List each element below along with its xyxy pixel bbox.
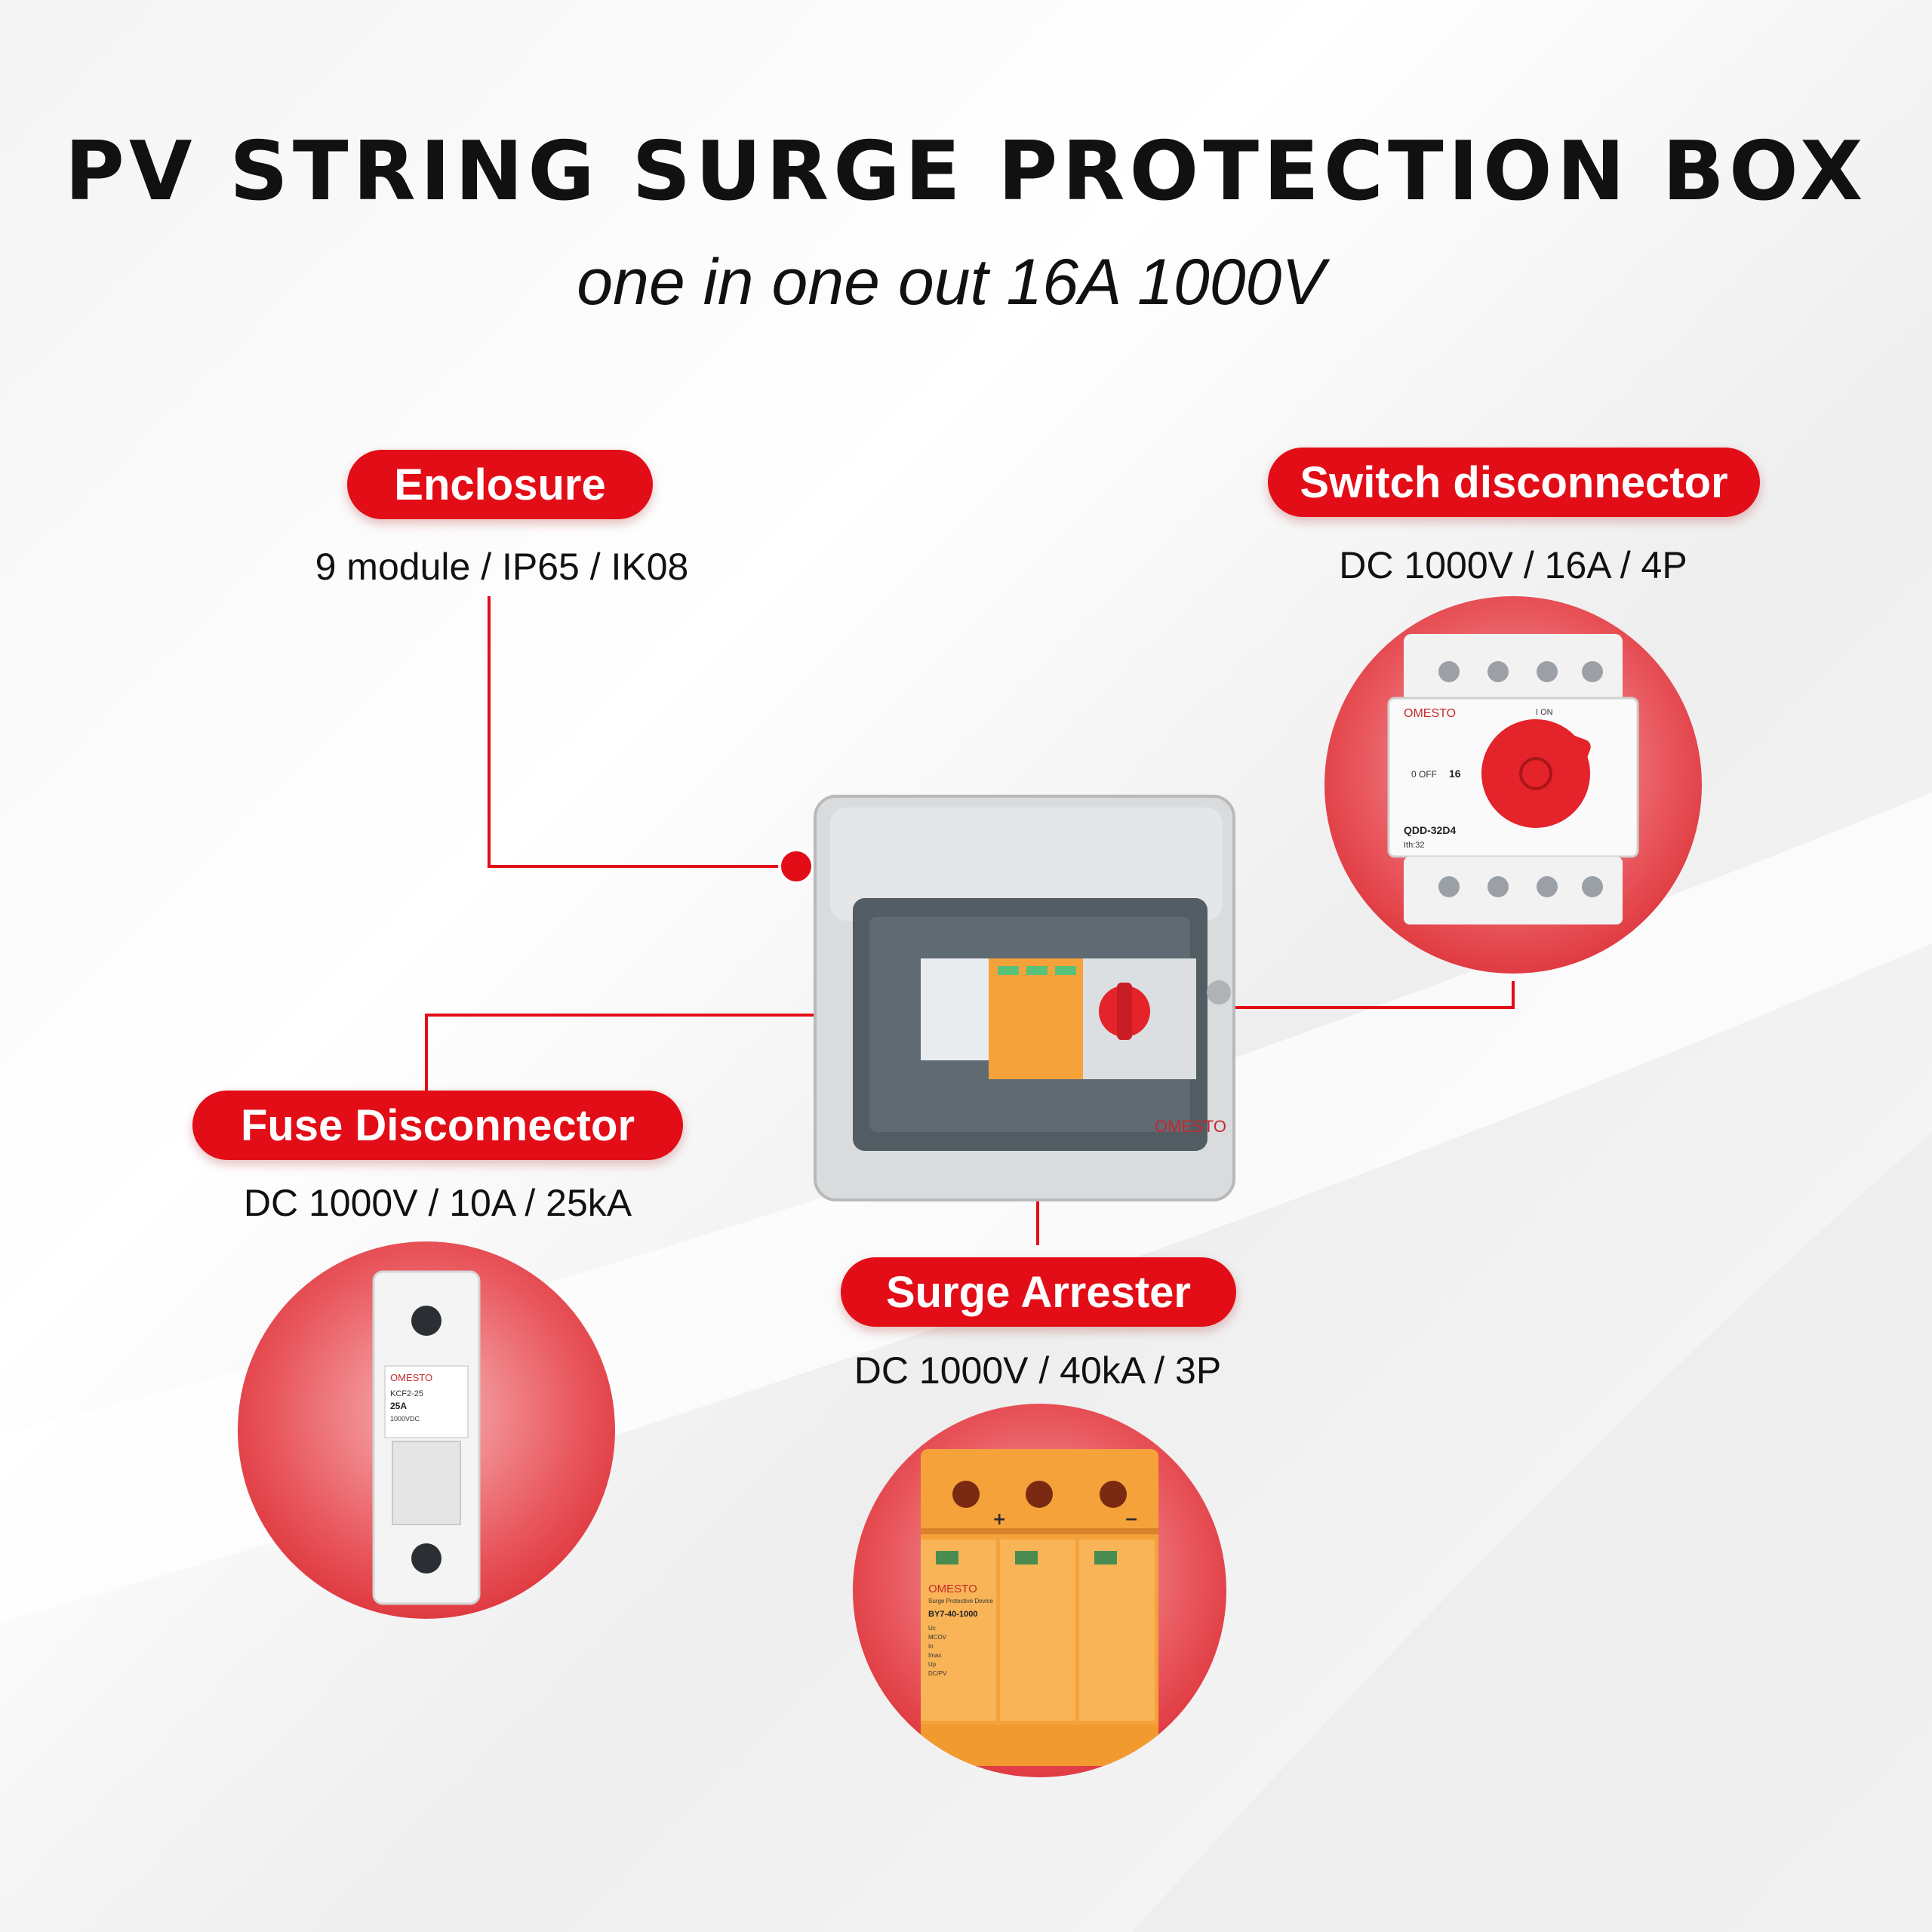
spd-spec-2: In bbox=[928, 1643, 934, 1650]
fuse-image: OMESTO KCF2-25 25A 1000VDC bbox=[372, 1270, 481, 1605]
enclosure-pill: Enclosure bbox=[347, 450, 653, 519]
fuse-brand: OMESTO bbox=[390, 1372, 432, 1383]
spd-minus: − bbox=[1124, 1510, 1138, 1529]
spd-spec-0: Uc bbox=[928, 1625, 936, 1632]
fuse-volt: 1000VDC bbox=[390, 1415, 420, 1423]
page-subtitle: one in one out 16A 1000V bbox=[577, 246, 1325, 318]
spd-plus: + bbox=[992, 1510, 1006, 1529]
enclosure-brand: OMESTO bbox=[1155, 1117, 1226, 1136]
fuse-model: KCF2-25 bbox=[390, 1389, 423, 1398]
fuse-circle: OMESTO KCF2-25 25A 1000VDC bbox=[238, 1241, 615, 1619]
switch-model: QDD-32D4 bbox=[1404, 824, 1456, 836]
page-title: PV STRING SURGE PROTECTION BOX bbox=[64, 125, 1868, 219]
switch-circle: OMESTO I ON 0 OFF 16 QDD-32D4 Ith:32 bbox=[1324, 596, 1702, 974]
switch-off-label: 0 OFF bbox=[1411, 769, 1437, 780]
surge-pill: Surge Arrester bbox=[841, 1257, 1236, 1327]
fuse-spec: DC 1000V / 10A / 25kA bbox=[243, 1182, 632, 1224]
spd-model: BY7-40-1000 bbox=[928, 1610, 977, 1619]
switch-brand: OMESTO bbox=[1404, 707, 1456, 720]
surge-image: + − OMESTO Surge Protective Device BY7-4… bbox=[921, 1449, 1158, 1766]
switch-label: Switch disconnector bbox=[1300, 457, 1728, 507]
fuse-rating: 25A bbox=[390, 1401, 407, 1411]
spd-spec-1: MCOV bbox=[928, 1634, 947, 1641]
switch-spec: DC 1000V / 16A / 4P bbox=[1339, 544, 1687, 586]
enclosure-image: OMESTO bbox=[814, 795, 1235, 1201]
fuse-pill: Fuse Disconnector bbox=[192, 1091, 683, 1160]
spd-desc: Surge Protective Device bbox=[928, 1598, 993, 1604]
switch-sub: Ith:32 bbox=[1404, 841, 1425, 850]
switch-on-label: I ON bbox=[1536, 708, 1553, 717]
switch-image: OMESTO I ON 0 OFF 16 QDD-32D4 Ith:32 bbox=[1387, 634, 1639, 924]
switch-rating: 16 bbox=[1449, 768, 1461, 780]
spd-spec-5: DC/PV bbox=[928, 1670, 947, 1677]
spd-spec-4: Up bbox=[928, 1661, 937, 1668]
spd-brand: OMESTO bbox=[928, 1583, 977, 1595]
enclosure-spec: 9 module / IP65 / IK08 bbox=[315, 546, 689, 588]
enclosure-label: Enclosure bbox=[394, 460, 606, 509]
spd-spec-3: Imax bbox=[928, 1652, 941, 1659]
surge-label: Surge Arrester bbox=[885, 1267, 1192, 1317]
surge-circle: + − OMESTO Surge Protective Device BY7-4… bbox=[853, 1404, 1226, 1777]
surge-spec: DC 1000V / 40kA / 3P bbox=[854, 1349, 1222, 1392]
switch-pill: Switch disconnector bbox=[1268, 448, 1760, 517]
enclosure-connector bbox=[488, 596, 796, 868]
fuse-label: Fuse Disconnector bbox=[240, 1100, 635, 1150]
